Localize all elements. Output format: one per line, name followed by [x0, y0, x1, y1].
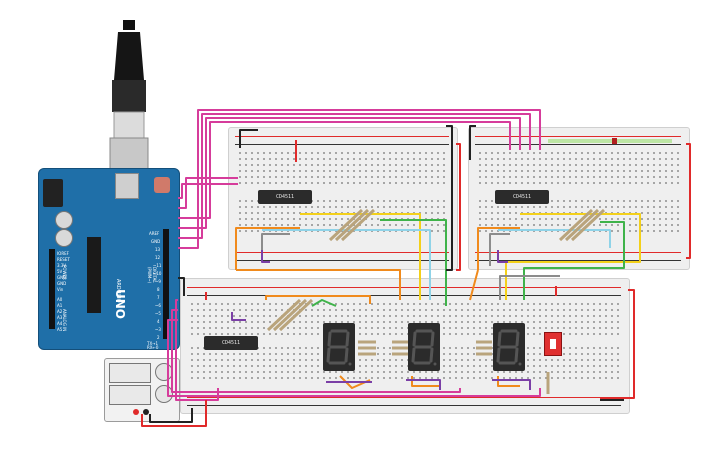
pin-a0-label: A0	[57, 297, 63, 302]
analog-section-label: ANALOG IN	[62, 309, 67, 332]
terminal-strip-upper[interactable]	[189, 301, 621, 335]
segment-glyph	[496, 329, 522, 366]
ic-cd4511-top-right[interactable]: CD4511	[495, 190, 549, 204]
pin-7-label: 7	[157, 295, 160, 300]
pin-gnd1-label: GND	[57, 275, 67, 280]
usb-cable[interactable]	[109, 20, 149, 179]
usb-port	[115, 173, 139, 199]
pin-8-label: 8	[157, 287, 160, 292]
pin-a5-label: A5	[57, 327, 63, 332]
terminal-strip-upper[interactable]	[477, 150, 681, 184]
pin-a1-label: A1	[57, 303, 63, 308]
pin-vin-label: Vin	[57, 287, 64, 292]
pin-ioref-label: IOREF	[57, 251, 69, 256]
power-rail-bottom	[475, 252, 681, 253]
pin-4-label: 4	[157, 319, 160, 324]
voltage-knob[interactable]	[155, 363, 173, 381]
pin-a3-label: A3	[57, 315, 63, 320]
pin-3-label: ~3	[155, 327, 161, 332]
pin-6-label: ~6	[155, 303, 161, 308]
microcontroller-chip	[87, 237, 101, 313]
seven-segment-display-3[interactable]	[493, 323, 525, 371]
seven-segment-display-2[interactable]	[408, 323, 440, 371]
digital-header[interactable]	[163, 229, 169, 339]
power-rail-bottom	[187, 397, 621, 398]
pin-5v-label: 5V	[57, 269, 63, 274]
pin-gnd2-label: GND	[57, 281, 67, 286]
brand-label: ARDUINO	[115, 279, 121, 303]
voltage-display	[109, 363, 151, 383]
terminal-strip-upper[interactable]	[237, 150, 449, 184]
ground-rail-top	[187, 295, 621, 296]
pin-aref-label: AREF	[149, 231, 160, 236]
pin-gnd-label: GND	[151, 239, 161, 244]
arduino-uno-board[interactable]: UNO ARDUINO DIGITAL (PWM~) POWER ANALOG …	[38, 168, 180, 350]
negative-terminal[interactable]	[143, 409, 149, 415]
capacitor-2	[55, 229, 73, 247]
ground-rail-top	[475, 144, 681, 145]
power-header[interactable]	[49, 249, 55, 329]
ground-rail-top	[235, 144, 449, 145]
dc-jack	[43, 179, 63, 207]
pin-rx-label: RX←0	[147, 345, 159, 350]
power-rail-top	[187, 287, 621, 288]
ground-rail-bottom	[187, 405, 621, 406]
pin-2-label: 2	[157, 335, 160, 340]
pin-a2-label: A2	[57, 309, 63, 314]
segment-glyph	[326, 329, 352, 366]
ground-rail-bottom	[475, 260, 681, 261]
pin-11-label: ~11	[153, 263, 162, 268]
reset-button[interactable]	[154, 177, 170, 193]
ic-label: CD4511	[512, 194, 532, 200]
pin-13-label: 13	[155, 247, 161, 252]
pin-12-label: 12	[155, 255, 161, 260]
ic-label: CD4511	[275, 194, 295, 200]
power-rail-bottom	[235, 252, 449, 253]
ic-cd4511-bottom[interactable]: CD4511	[204, 336, 258, 350]
capacitor-1	[55, 211, 73, 229]
pin-9-label: ~9	[155, 279, 161, 284]
ground-rail-bottom	[235, 260, 449, 261]
power-rail-top	[475, 136, 681, 137]
pin-a4-label: A4	[57, 321, 63, 326]
pin-reset-label: RESET	[57, 257, 70, 262]
segment-glyph	[411, 329, 437, 366]
pin-tx-label: TX→1	[147, 341, 159, 346]
pushbutton[interactable]	[544, 332, 562, 356]
button-cap	[550, 339, 556, 349]
power-supply[interactable]	[104, 358, 180, 422]
seven-segment-display-1[interactable]	[323, 323, 355, 371]
pin-3v3-label: 3.3V	[57, 263, 67, 268]
ic-cd4511-top-left[interactable]: CD4511	[258, 190, 312, 204]
pin-5-label: ~5	[155, 311, 161, 316]
positive-terminal[interactable]	[133, 409, 139, 415]
current-display	[109, 385, 151, 405]
current-knob[interactable]	[155, 385, 173, 403]
ic-label: CD4511	[221, 340, 241, 346]
pin-10-label: ~10	[153, 271, 162, 276]
power-rail-top	[235, 136, 449, 137]
